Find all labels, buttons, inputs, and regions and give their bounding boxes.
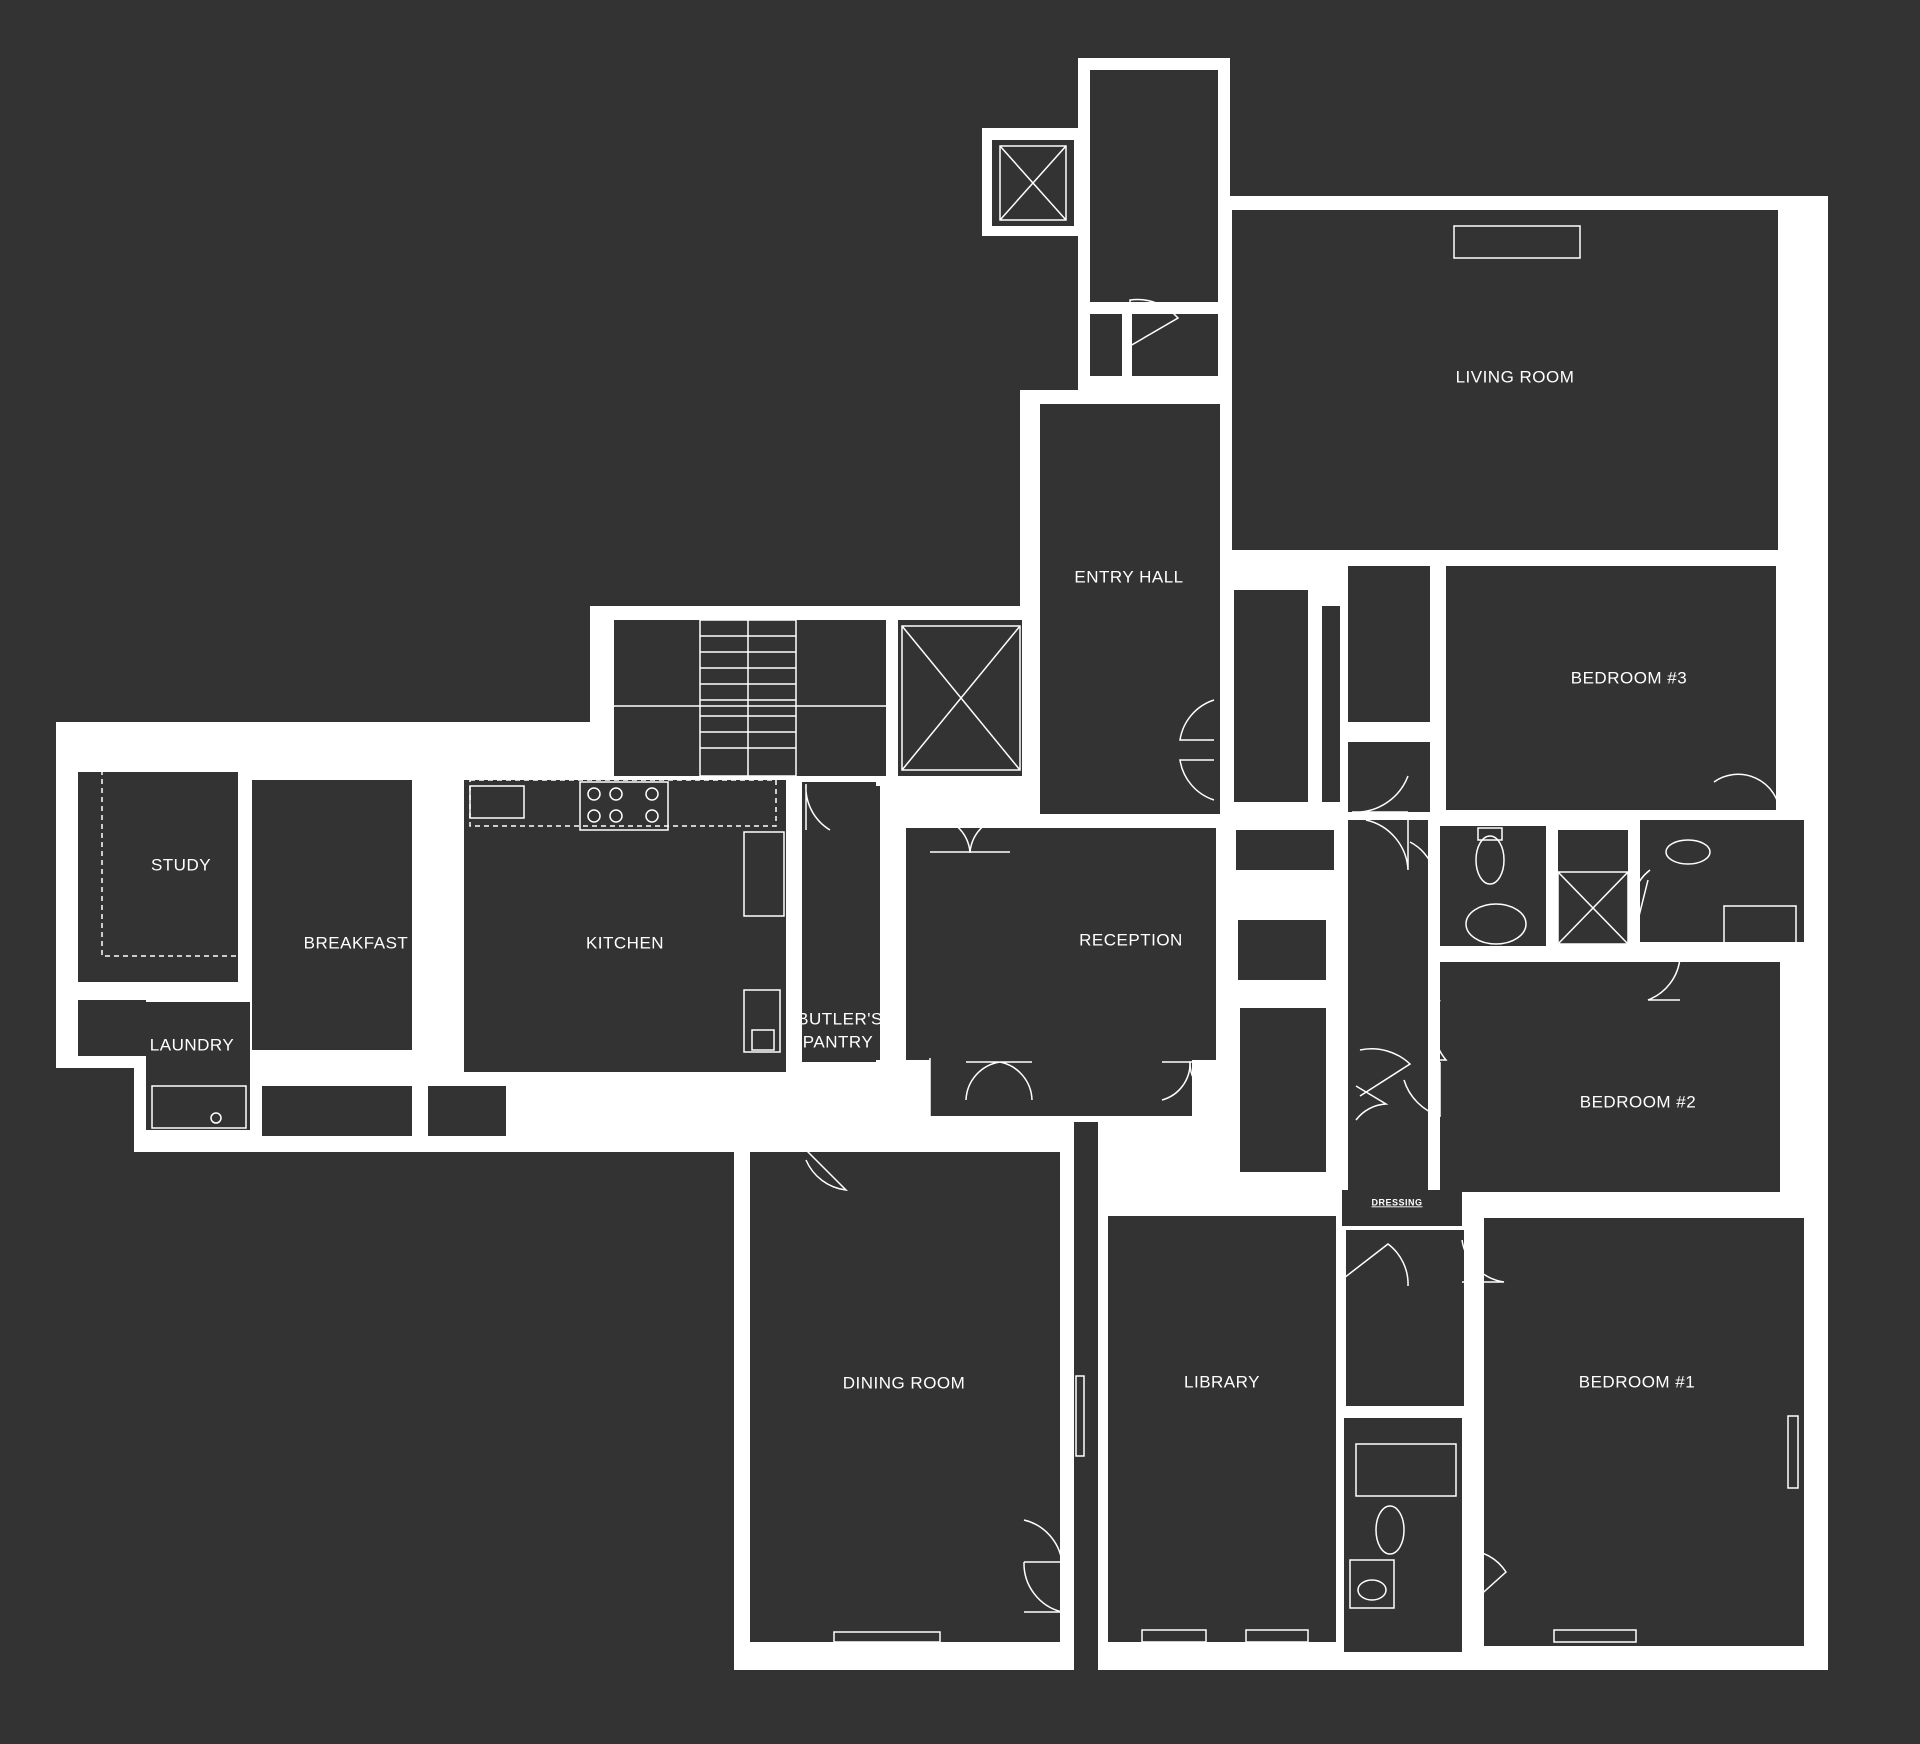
- bedroom-1-label: BEDROOM #1: [1579, 1372, 1695, 1391]
- dressing-label: DRESSING: [1371, 1197, 1422, 1207]
- study-label: STUDY: [151, 855, 211, 874]
- bedroom-3-label: BEDROOM #3: [1571, 668, 1687, 687]
- dining-room-label: DINING ROOM: [843, 1373, 966, 1392]
- laundry-label: LAUNDRY: [150, 1035, 234, 1054]
- kitchen-label: KITCHEN: [586, 933, 664, 952]
- breakfast-label: BREAKFAST: [304, 933, 409, 952]
- fixtures: [101, 145, 1799, 1643]
- library-label: LIBRARY: [1184, 1372, 1260, 1391]
- bedroom-2-label: BEDROOM #2: [1580, 1092, 1696, 1111]
- reception-label: RECEPTION: [1079, 930, 1183, 949]
- stairs: [614, 619, 886, 777]
- living-room-label: LIVING ROOM: [1456, 367, 1575, 386]
- butlers-pantry-label-line1: BUTLER'S: [797, 1009, 883, 1028]
- room-interiors: [78, 70, 1804, 1682]
- room-labels: LIVING ROOM ENTRY HALL BEDROOM #3 STUDY …: [150, 367, 1696, 1392]
- butlers-pantry-label-line2: PANTRY: [803, 1032, 873, 1051]
- entry-hall-label: ENTRY HALL: [1074, 567, 1183, 586]
- door-swings: [801, 298, 1781, 1613]
